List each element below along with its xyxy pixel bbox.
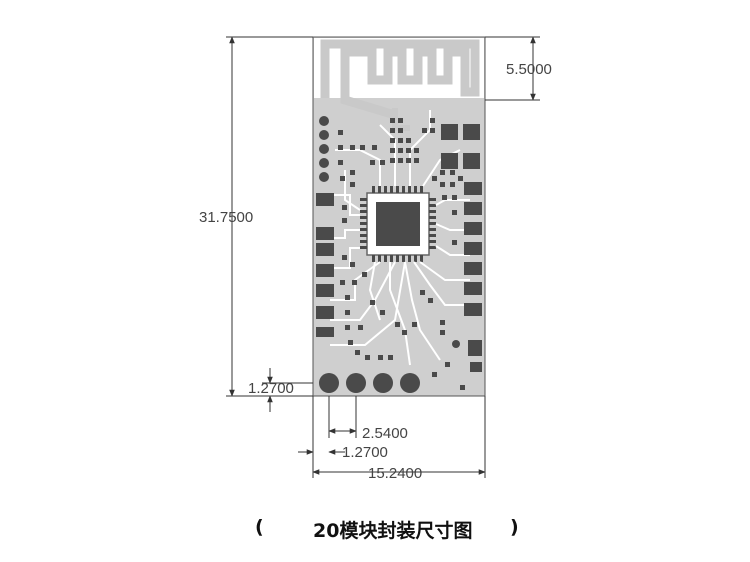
bottom-right-component (452, 340, 482, 372)
dimension-lines (226, 36, 540, 478)
figure-caption: ( 20模块封装尺寸图 ) (0, 516, 750, 548)
dim-antenna-label: 5.5000 (506, 61, 552, 78)
dim-width-label: 15.2400 (368, 465, 422, 482)
ic-pins (360, 186, 436, 262)
caption-title: 20模块封装尺寸图 (313, 520, 473, 542)
antenna-trace (320, 39, 480, 120)
caption-close-paren: ) (510, 516, 519, 538)
left-test-points (319, 116, 329, 182)
left-edge-pads (316, 193, 334, 337)
passive-components (338, 118, 465, 390)
pcb-traces (330, 110, 470, 366)
top-right-pads (441, 124, 480, 169)
dim-pad-offset-h-label: 1.2700 (342, 444, 388, 461)
ic-center-pad (376, 202, 420, 246)
right-edge-pads (464, 182, 482, 316)
pcb-board (312, 36, 486, 397)
caption-open-paren: ( (255, 516, 264, 538)
bottom-round-pads (319, 373, 420, 393)
dim-pad-offset-v-label: 1.2700 (248, 380, 294, 397)
dim-pitch-label: 2.5400 (362, 425, 408, 442)
dim-height-label: 31.7500 (199, 209, 253, 226)
